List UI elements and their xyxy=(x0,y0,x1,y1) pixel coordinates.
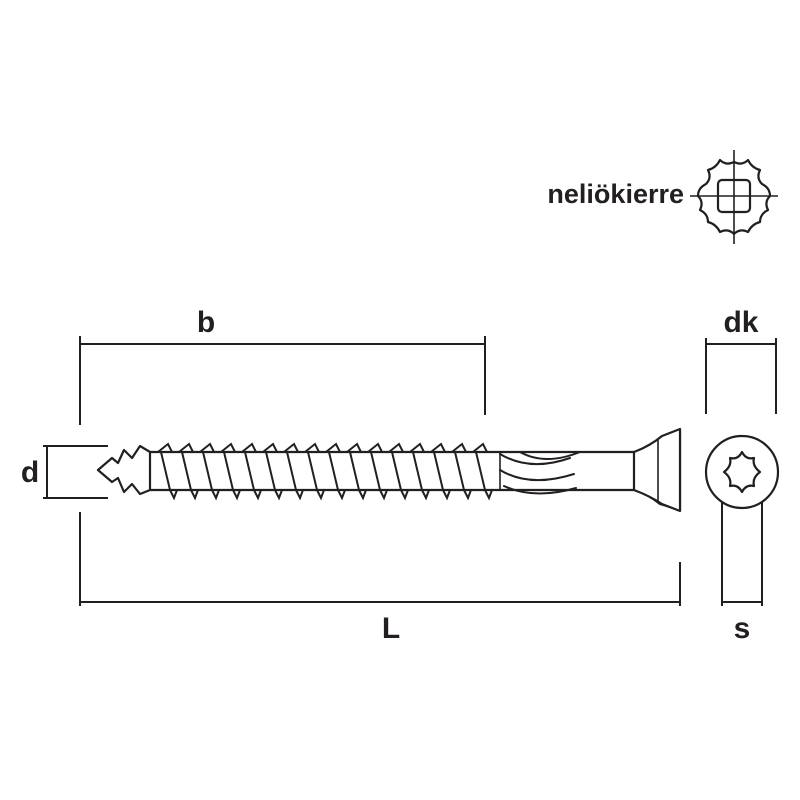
thread-root xyxy=(379,489,388,501)
thread-crest xyxy=(409,442,425,491)
thread-root xyxy=(274,489,283,501)
square-drive-icon xyxy=(690,150,778,244)
dimension-label-dk: dk xyxy=(723,306,758,339)
thread-crest xyxy=(178,442,194,491)
drive-type-label: neliökierre xyxy=(547,179,684,209)
thread-crest xyxy=(199,442,215,491)
thread-root xyxy=(358,489,367,501)
thread-crest xyxy=(346,442,362,491)
thread-crest xyxy=(325,442,341,491)
thread-root xyxy=(337,489,346,501)
thread-crest xyxy=(262,442,278,491)
thread-root xyxy=(190,489,199,501)
torx-head-icon xyxy=(704,434,780,510)
thread-root xyxy=(169,489,178,501)
thread-root xyxy=(253,489,262,501)
thread-root xyxy=(484,489,493,501)
thread-root xyxy=(463,489,472,501)
dimension-label-s: s xyxy=(734,612,751,645)
thread-crest xyxy=(472,442,488,491)
dimension-label-L: L xyxy=(382,612,400,645)
thread-root xyxy=(295,489,304,501)
thread-root xyxy=(232,489,241,501)
thread-crest xyxy=(304,442,320,491)
thread-root xyxy=(316,489,325,501)
dimension-dk xyxy=(705,338,777,414)
thread-crest xyxy=(283,442,299,491)
dimension-label-b: b xyxy=(197,306,215,339)
screw-side-view xyxy=(96,427,682,513)
thread-crest xyxy=(220,442,236,491)
thread-crest xyxy=(430,442,446,491)
thread-crest xyxy=(157,442,173,491)
thread-crest xyxy=(367,442,383,491)
thread-root xyxy=(400,489,409,501)
dimension-b xyxy=(79,336,486,425)
thread-root xyxy=(442,489,451,501)
thread-root xyxy=(421,489,430,501)
thread-root xyxy=(211,489,220,501)
thread-crest xyxy=(241,442,257,491)
dimension-s xyxy=(721,498,763,606)
dimension-d xyxy=(43,445,108,499)
thread-crest xyxy=(388,442,404,491)
dimension-L xyxy=(79,512,681,606)
thread-crest xyxy=(451,442,467,491)
dimension-label-d: d xyxy=(21,456,39,489)
